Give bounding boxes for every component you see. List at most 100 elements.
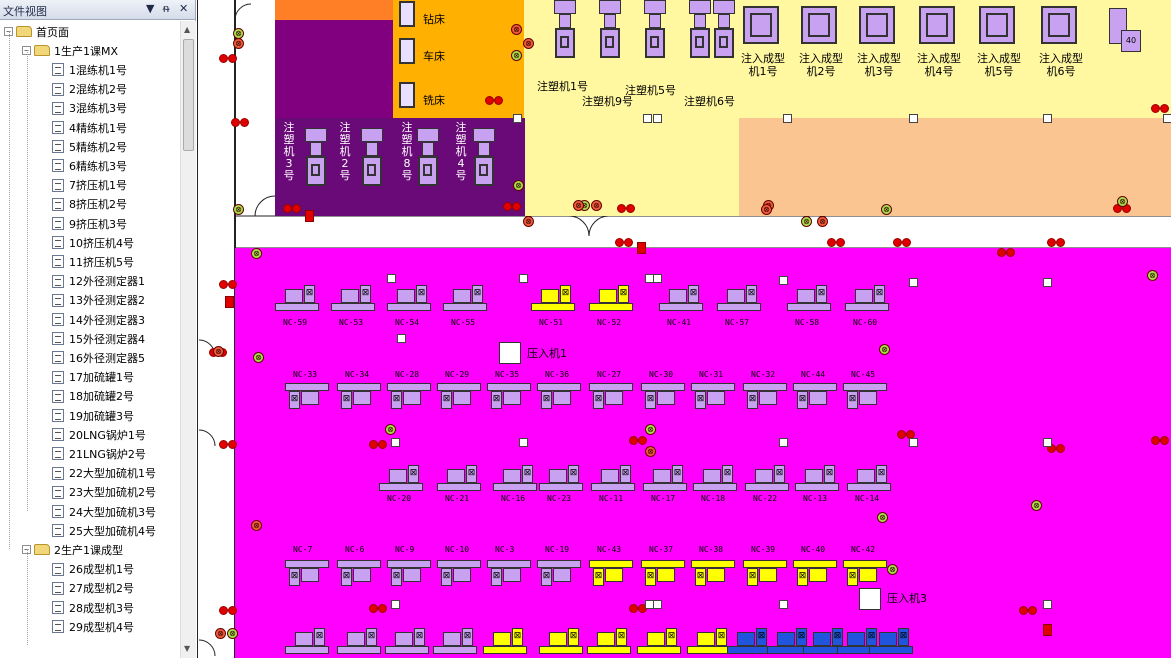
nc-machine[interactable]: ⊠: [641, 560, 685, 586]
nc-machine[interactable]: ⊠: [437, 560, 481, 586]
nc-machine[interactable]: ⊠: [637, 628, 681, 654]
nc-machine[interactable]: ⊠: [591, 465, 635, 491]
scroll-up-icon[interactable]: ▲: [184, 25, 191, 34]
press-machine-1[interactable]: [499, 342, 521, 364]
injection-machine[interactable]: [473, 128, 495, 198]
tree-item[interactable]: 26成型机1号: [52, 560, 134, 579]
tree-item[interactable]: 1混练机1号: [52, 60, 127, 79]
tree-item[interactable]: 8挤压机2号: [52, 195, 127, 214]
injection-machine[interactable]: [644, 0, 666, 70]
nc-machine[interactable]: ⊠: [539, 628, 583, 654]
tree-item[interactable]: 4精练机1号: [52, 118, 127, 137]
tree-item[interactable]: 2混练机2号: [52, 80, 127, 99]
tree-item[interactable]: 15外径测定器4: [52, 329, 145, 348]
nc-machine[interactable]: ⊠: [493, 465, 537, 491]
tree-item[interactable]: 22大型加硫机1号: [52, 464, 156, 483]
nc-machine[interactable]: ⊠: [837, 628, 881, 654]
tree-item[interactable]: 28成型机3号: [52, 598, 134, 617]
nc-machine[interactable]: ⊠: [589, 560, 633, 586]
nc-machine[interactable]: ⊠: [337, 383, 381, 409]
nc-machine[interactable]: ⊠: [487, 560, 531, 586]
nc-machine[interactable]: ⊠: [531, 285, 575, 311]
nc-machine[interactable]: ⊠: [767, 628, 811, 654]
tree-item[interactable]: 13外径测定器2: [52, 291, 145, 310]
tree-item[interactable]: 19加硫罐3号: [52, 406, 134, 425]
nc-machine[interactable]: ⊠: [843, 560, 887, 586]
nc-machine[interactable]: ⊠: [727, 628, 771, 654]
nc-machine[interactable]: ⊠: [285, 628, 329, 654]
nc-machine[interactable]: ⊠: [743, 560, 787, 586]
tree-item[interactable]: 18加硫罐2号: [52, 387, 134, 406]
forming-machine[interactable]: [743, 6, 779, 44]
forming-machine[interactable]: [979, 6, 1015, 44]
tree-folder[interactable]: −2生产1课成型: [22, 540, 123, 559]
nc-machine[interactable]: ⊠: [641, 383, 685, 409]
tree-item[interactable]: 27成型机2号: [52, 579, 134, 598]
tree-item[interactable]: 25大型加硫机4号: [52, 521, 156, 540]
nc-machine[interactable]: ⊠: [843, 383, 887, 409]
injection-machine[interactable]: [554, 0, 576, 70]
nc-machine[interactable]: ⊠: [869, 628, 913, 654]
panel-menu-icon[interactable]: ▼: [146, 2, 155, 15]
nc-machine[interactable]: ⊠: [693, 465, 737, 491]
nc-machine[interactable]: ⊠: [691, 560, 735, 586]
nc-machine[interactable]: ⊠: [539, 465, 583, 491]
nc-machine[interactable]: ⊠: [437, 465, 481, 491]
tree-item[interactable]: 16外径测定器5: [52, 348, 145, 367]
scroll-down-icon[interactable]: ▼: [184, 644, 191, 653]
collapse-icon[interactable]: −: [22, 46, 31, 56]
nc-machine[interactable]: ⊠: [443, 285, 487, 311]
forming-machine[interactable]: [1041, 6, 1077, 44]
nc-machine[interactable]: ⊠: [793, 560, 837, 586]
tree-item[interactable]: 5精练机2号: [52, 137, 127, 156]
nc-machine[interactable]: ⊠: [433, 628, 477, 654]
tree-item[interactable]: 21LNG锅炉2号: [52, 444, 146, 463]
nc-machine[interactable]: ⊠: [589, 383, 633, 409]
tree-item[interactable]: 29成型机4号: [52, 617, 134, 636]
nc-machine[interactable]: ⊠: [691, 383, 735, 409]
tree-item[interactable]: 24大型加硫机3号: [52, 502, 156, 521]
nc-machine[interactable]: ⊠: [331, 285, 375, 311]
nc-machine[interactable]: ⊠: [385, 628, 429, 654]
nc-machine[interactable]: ⊠: [379, 465, 423, 491]
tree-folder[interactable]: −1生产1课MX: [22, 41, 118, 60]
nc-machine[interactable]: ⊠: [483, 628, 527, 654]
injection-machine[interactable]: [689, 0, 711, 70]
nc-machine[interactable]: ⊠: [589, 285, 633, 311]
tree-item[interactable]: 3混练机3号: [52, 99, 127, 118]
panel-close-icon[interactable]: ✕: [179, 2, 189, 15]
tree-item[interactable]: 11挤压机5号: [52, 252, 134, 271]
tree-item[interactable]: 12外径测定器1: [52, 272, 145, 291]
tree-item[interactable]: 9挤压机3号: [52, 214, 127, 233]
forming-machine[interactable]: [801, 6, 837, 44]
nc-machine[interactable]: ⊠: [387, 383, 431, 409]
collapse-icon[interactable]: −: [4, 27, 13, 36]
tree-item[interactable]: 20LNG锅炉1号: [52, 425, 146, 444]
panel-pin-icon[interactable]: ᵰ: [163, 2, 170, 15]
nc-machine[interactable]: ⊠: [795, 465, 839, 491]
nc-machine[interactable]: ⊠: [643, 465, 687, 491]
nc-machine[interactable]: ⊠: [717, 285, 761, 311]
nc-machine[interactable]: ⊠: [285, 383, 329, 409]
nc-machine[interactable]: ⊠: [337, 628, 381, 654]
injection-machine[interactable]: [361, 128, 383, 198]
nc-machine[interactable]: ⊠: [387, 285, 431, 311]
nc-machine[interactable]: ⊠: [845, 285, 889, 311]
injection-machine[interactable]: [713, 0, 735, 70]
injection-machine[interactable]: [305, 128, 327, 198]
nc-machine[interactable]: ⊠: [787, 285, 831, 311]
nc-machine[interactable]: ⊠: [537, 383, 581, 409]
tree-folder[interactable]: −首页面: [4, 22, 69, 41]
tree-item[interactable]: 14外径测定器3: [52, 310, 145, 329]
nc-machine[interactable]: ⊠: [285, 560, 329, 586]
tree-item[interactable]: 23大型加硫机2号: [52, 483, 156, 502]
nc-machine[interactable]: ⊠: [487, 383, 531, 409]
press-machine-3[interactable]: [859, 588, 881, 610]
nc-machine[interactable]: ⊠: [537, 560, 581, 586]
nc-machine[interactable]: ⊠: [659, 285, 703, 311]
nc-machine[interactable]: ⊠: [275, 285, 319, 311]
injection-machine[interactable]: [417, 128, 439, 198]
tree-item[interactable]: 7挤压机1号: [52, 176, 127, 195]
nc-machine[interactable]: ⊠: [847, 465, 891, 491]
nc-machine[interactable]: ⊠: [437, 383, 481, 409]
